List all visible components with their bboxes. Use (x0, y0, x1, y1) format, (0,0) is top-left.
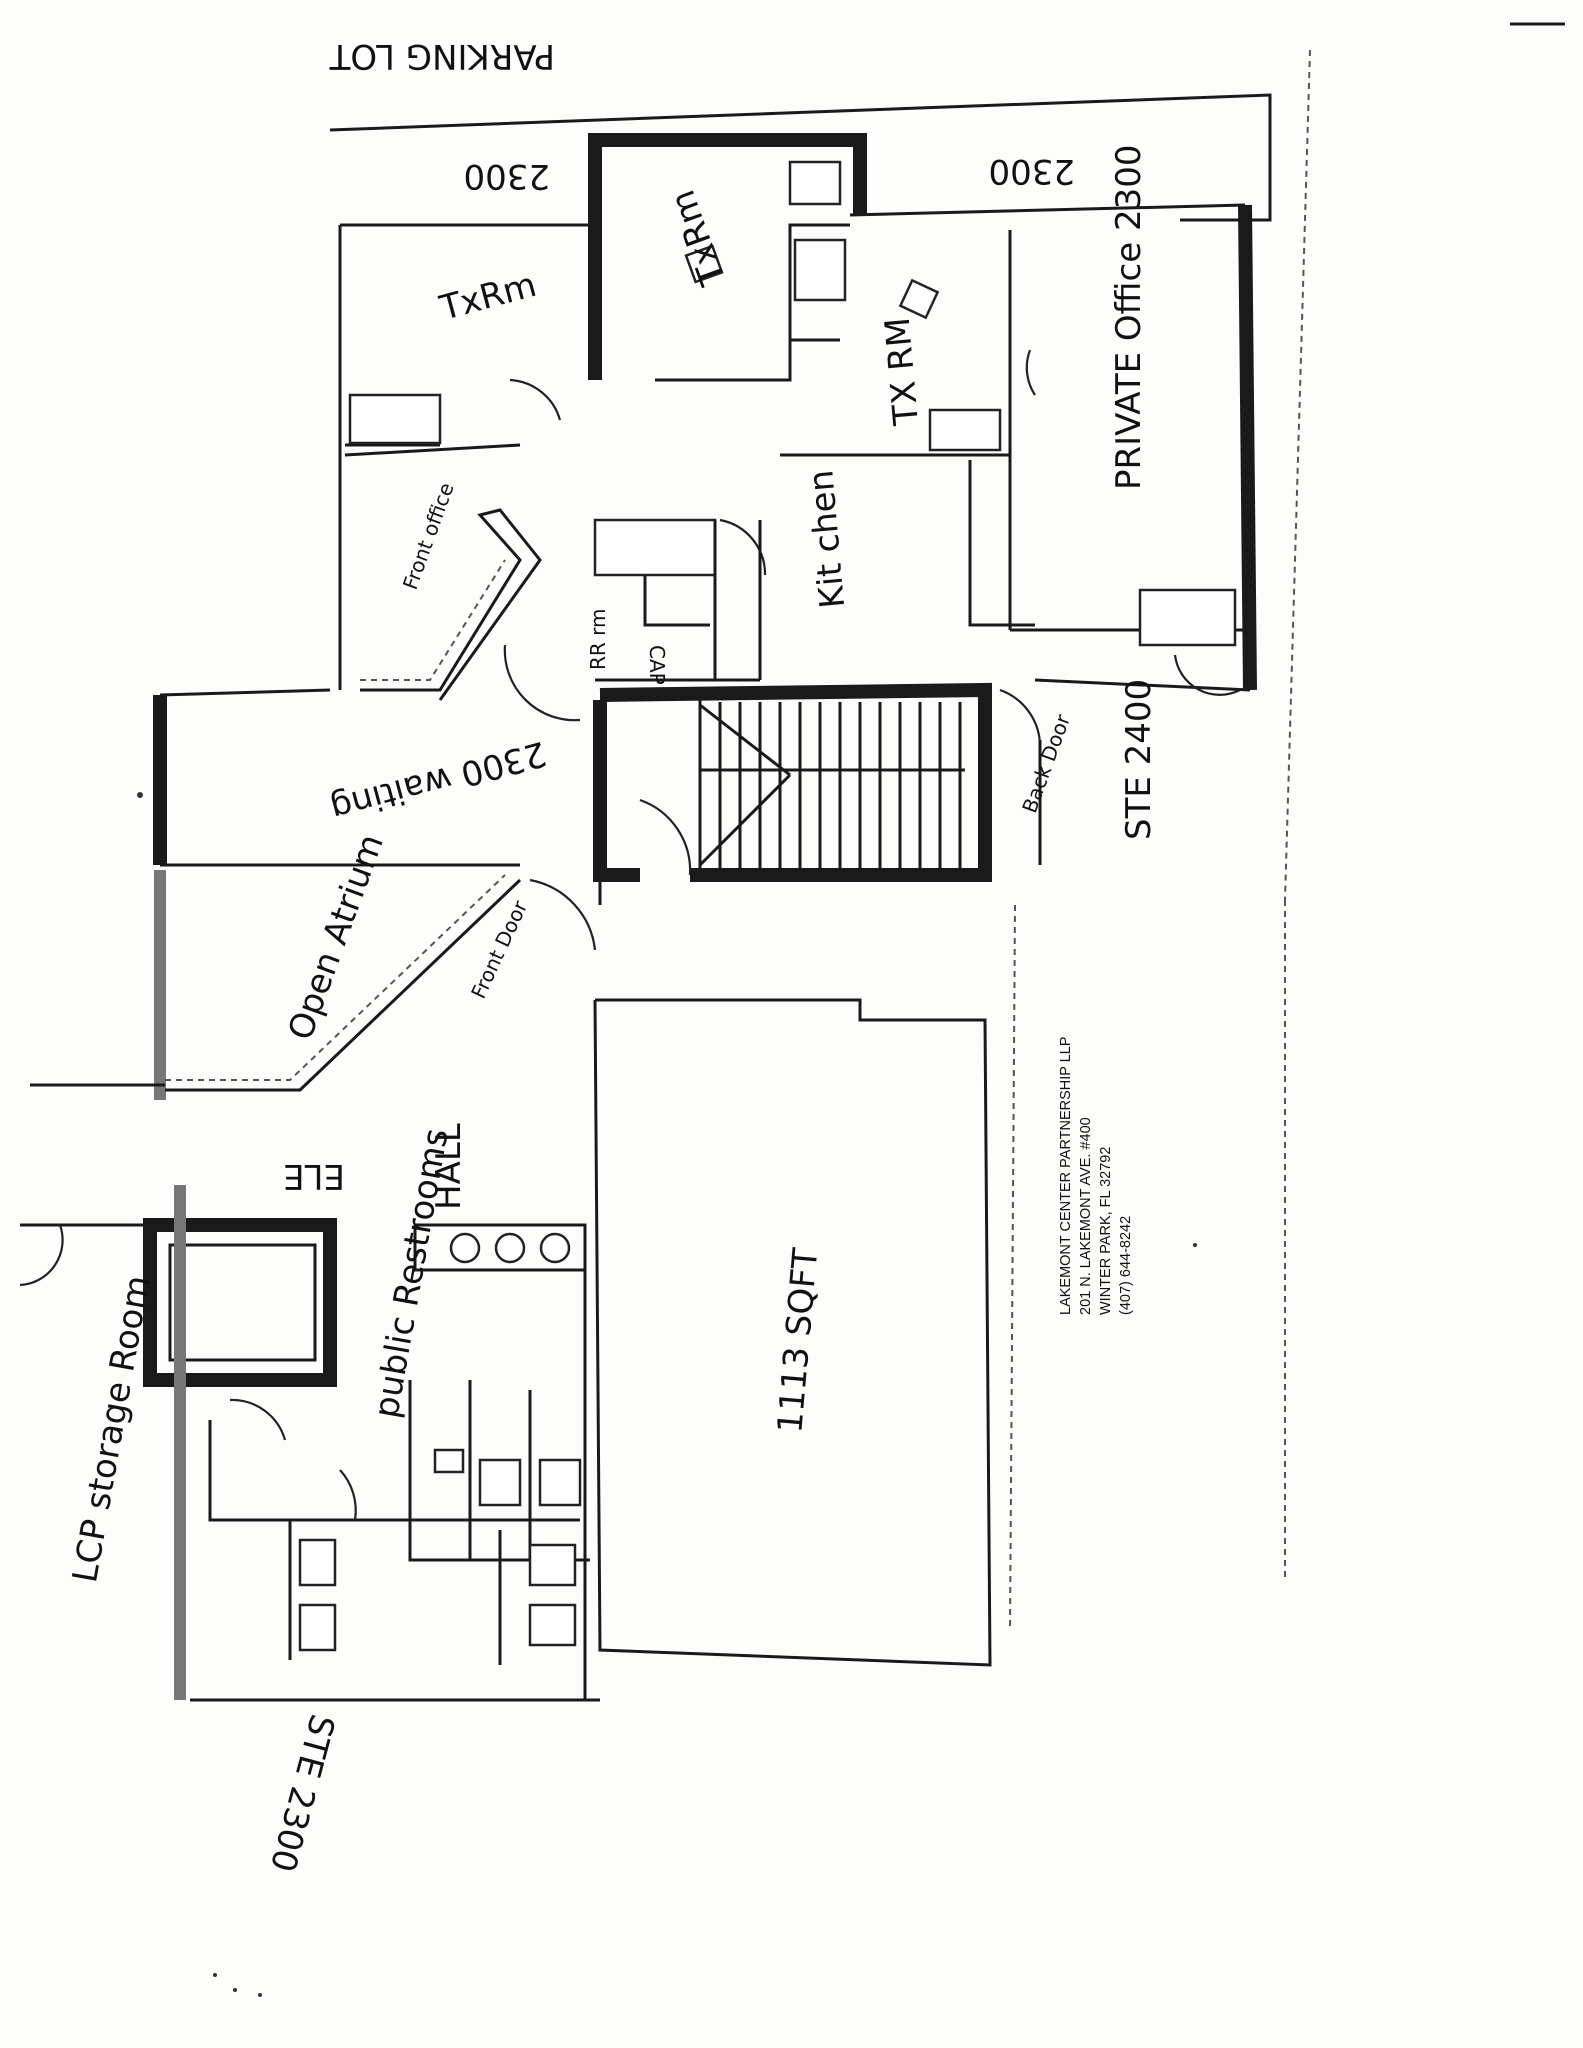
building-outline (153, 93, 1272, 905)
rr-rm-label: RR rm (586, 608, 610, 670)
hall-label: HALL (429, 1123, 469, 1210)
tx-rm-kitchen (780, 225, 1036, 630)
front-office-label: Front office (398, 479, 459, 592)
back-door-label: Back Door (1017, 710, 1075, 816)
company-address: 201 N. LAKEMONT AVE. #400 (1078, 1117, 1094, 1315)
tx-rm-right-label: TX RM (878, 316, 927, 428)
page-border (1009, 22, 1565, 1631)
kitchen-counter (593, 518, 767, 680)
elevator-label: ELE (283, 1156, 345, 1196)
suite-1113 (593, 998, 992, 1667)
private-office (1010, 588, 1245, 696)
public-restrooms-plan (190, 1223, 600, 1702)
left-treatment-room (344, 378, 562, 457)
company-info-block: LAKEMONT CENTER PARTNERSHIP LLP 201 N. L… (1058, 1036, 1134, 1315)
square-footage-label: 1113 SQFT (770, 1246, 826, 1434)
rr-room (503, 644, 760, 722)
ste-2300-label: STE 2300 (262, 1710, 342, 1876)
cap-label: CAP (645, 645, 669, 685)
kitchen-label: Kit chen (801, 468, 853, 610)
company-phone: (407) 644-8242 (1118, 1216, 1134, 1315)
scan-specks (137, 792, 1197, 1997)
private-office-label: PRIVATE Office 2300 (1109, 145, 1149, 491)
parking-lot-label: PARKING LOT (329, 36, 555, 76)
waiting-label: 2300 waiting (326, 733, 550, 829)
lcp-storage-label: LCP storage Room (65, 1273, 158, 1586)
suite-number-top-right: 2300 (988, 151, 1075, 191)
front-door-label: Front Door (466, 896, 532, 1002)
elevator (19, 1185, 337, 1700)
tx-rm-top-label: TxRm (663, 185, 734, 291)
stair-treads (718, 702, 962, 868)
public-restrooms-label: public Restrooms (366, 1126, 456, 1421)
open-atrium (30, 870, 597, 1100)
tx-rm-left-label: TxRm (435, 265, 541, 329)
company-name: LAKEMONT CENTER PARTNERSHIP LLP (1058, 1036, 1074, 1315)
stairwell (593, 682, 992, 882)
ste-2400-label: STE 2400 (1119, 679, 1159, 840)
open-atrium-label: Open Atrium (280, 829, 391, 1045)
suite-number-top-left: 2300 (463, 156, 550, 196)
back-door-area (999, 688, 1042, 865)
front-office-desk (360, 508, 542, 701)
company-city: WINTER PARK, FL 32792 (1098, 1147, 1114, 1315)
